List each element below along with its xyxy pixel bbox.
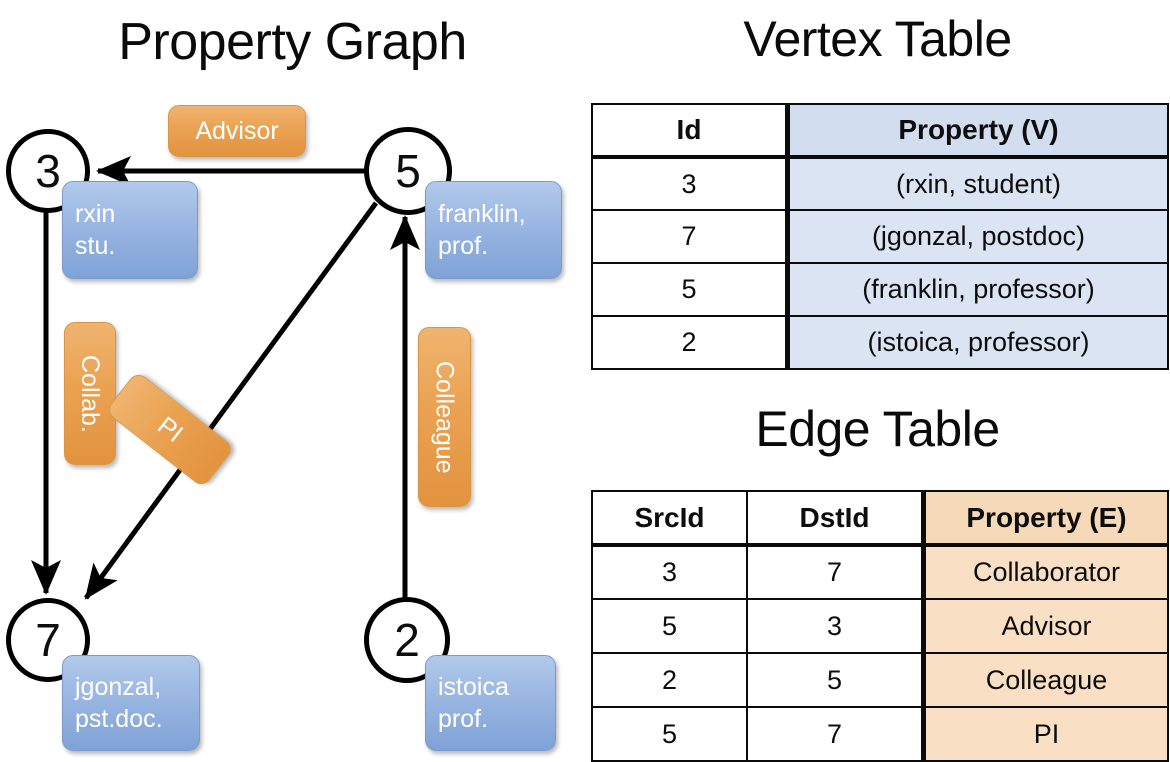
edge-row-3-dst: 7 [746, 706, 925, 762]
vertex-row-3-property: (istoica, professor) [785, 315, 1169, 370]
edge-label-box-advisor: Advisor [168, 105, 306, 157]
vertex-row-1-id: 7 [591, 209, 789, 264]
graph-edges-svg [31, 156, 420, 610]
vertex-property-box-rxin: rxin stu. [62, 181, 198, 279]
vertex-table: Id Property (V) 3 (rxin, student) 7 (jgo… [591, 103, 1169, 370]
edge-label-pi: PI [152, 411, 188, 448]
vertex-property-istoica-name: istoica [438, 673, 509, 701]
edge-row-1-src: 5 [591, 598, 748, 654]
edge-row-2-property: Colleague [921, 652, 1169, 708]
graph-node-3[interactable]: 3 [6, 129, 90, 213]
edge-table-header-row: SrcId DstId Property (E) [591, 490, 1169, 547]
table-row[interactable]: 3 7 Collaborator [591, 544, 1169, 600]
edge-row-3-src: 5 [591, 706, 748, 762]
vertex-property-franklin-name: franklin, [438, 200, 526, 228]
vertex-row-2-property: (franklin, professor) [785, 262, 1169, 317]
vertex-property-rxin-name: rxin [75, 200, 116, 228]
vertex-row-2-id: 5 [591, 262, 789, 317]
vertex-property-box-istoica: istoica prof. [425, 655, 556, 751]
edge-row-1-dst: 3 [746, 598, 925, 654]
edge-row-3-property: PI [921, 706, 1169, 762]
edge-label-box-collab: Collab. [64, 322, 116, 465]
edge-table: SrcId DstId Property (E) 3 7 Collaborato… [591, 490, 1169, 762]
page-title-edge-table: Edge Table [755, 401, 1000, 457]
page-title-vertex-table: Vertex Table [743, 11, 1012, 67]
edge-label-colleague: Colleague [430, 360, 459, 474]
vertex-table-header-id: Id [591, 103, 789, 159]
vertex-table-header-property: Property (V) [785, 103, 1169, 159]
edge-table-header-dstid: DstId [746, 490, 925, 547]
edge-row-0-src: 3 [591, 544, 748, 600]
edge-label-collab: Collab. [76, 354, 104, 433]
edge-table-header-srcid: SrcId [591, 490, 748, 547]
property-graph-diagram: 3 5 7 2 rxin stu. franklin, prof. jgonza… [0, 85, 585, 760]
vertex-row-0-id: 3 [591, 156, 789, 211]
graph-node-5-label: 5 [395, 145, 421, 197]
table-row[interactable]: 5 7 PI [591, 706, 1169, 762]
edge-5-to-7 [83, 201, 379, 600]
vertex-property-istoica-role: prof. [438, 705, 489, 733]
table-row[interactable]: 2 (istoica, professor) [591, 315, 1169, 370]
edge-row-0-property: Collaborator [921, 544, 1169, 600]
table-row[interactable]: 7 (jgonzal, postdoc) [591, 209, 1169, 264]
edge-row-1-property: Advisor [921, 598, 1169, 654]
vertex-table-header-row: Id Property (V) [591, 103, 1169, 159]
edge-row-2-src: 2 [591, 652, 748, 708]
vertex-property-box-franklin: franklin, prof. [425, 181, 562, 279]
edge-row-0-dst: 7 [746, 544, 925, 600]
vertex-property-jgonzal-name: jgonzal, [75, 673, 162, 701]
vertex-property-box-jgonzal: jgonzal, pst.doc. [62, 655, 200, 751]
edge-label-advisor: Advisor [195, 117, 279, 145]
edge-table-header-property: Property (E) [921, 490, 1169, 547]
edge-row-2-dst: 5 [746, 652, 925, 708]
graph-node-7-label: 7 [35, 614, 61, 666]
vertex-row-3-id: 2 [591, 315, 789, 370]
page-title-property-graph: Property Graph [118, 13, 467, 71]
vertex-row-1-property: (jgonzal, postdoc) [785, 209, 1169, 264]
table-row[interactable]: 5 (franklin, professor) [591, 262, 1169, 317]
table-row[interactable]: 3 (rxin, student) [591, 156, 1169, 211]
graph-node-3-label: 3 [35, 145, 61, 197]
edge-label-box-colleague: Colleague [418, 327, 471, 507]
vertex-property-rxin-role: stu. [75, 232, 116, 260]
vertex-property-jgonzal-role: pst.doc. [75, 705, 163, 733]
graph-node-5[interactable]: 5 [364, 127, 452, 215]
table-row[interactable]: 2 5 Colleague [591, 652, 1169, 708]
vertex-row-0-property: (rxin, student) [785, 156, 1169, 211]
vertex-property-franklin-role: prof. [438, 232, 489, 260]
graph-node-2-label: 2 [394, 614, 420, 666]
table-row[interactable]: 5 3 Advisor [591, 598, 1169, 654]
